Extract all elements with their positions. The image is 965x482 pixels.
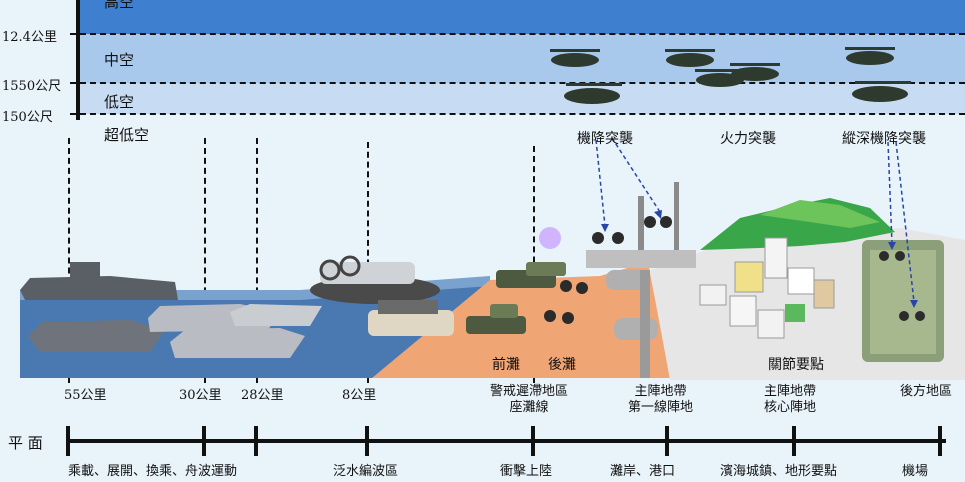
core-position-line2: 核心陣地 [764, 400, 817, 415]
altitude-divider-124 [70, 33, 965, 35]
core-position-zone: 主陣地帶 核心陣地 [764, 384, 816, 416]
heliborne-assault-label: 機降突襲 [577, 131, 633, 147]
main-position-line1: 主陣地帶 [634, 384, 687, 399]
fire-assault-label: 火力突襲 [720, 131, 776, 147]
port-pier [586, 250, 696, 268]
phase-embark: 乘載、展開、換乘、舟波運動 [68, 464, 238, 479]
altitude-divider-150 [70, 113, 965, 115]
town-buildings [699, 237, 835, 339]
altitude-divider-1550 [70, 82, 965, 84]
deep-heliborne-assault-label: 縱深機降突襲 [842, 131, 926, 147]
distance-8km: 8公里 [342, 388, 377, 403]
key-points-label: 關節要點 [768, 357, 824, 373]
distance-55km: 55公里 [64, 388, 107, 403]
warning-zone-line1: 警戒遲滯地區 [490, 384, 569, 399]
high-altitude-band [78, 0, 965, 34]
warning-zone-line2: 座灘線 [509, 400, 549, 415]
beacon-light [539, 227, 561, 249]
warning-delay-zone: 警戒遲滯地區 座灘線 [490, 384, 568, 416]
tick-55km [66, 426, 70, 456]
amphibious-vehicles [466, 262, 566, 334]
tick-rear [938, 426, 942, 456]
marker-55km [68, 138, 70, 383]
marker-30km [204, 138, 206, 383]
altitude-1550m-label: 1550公尺 [2, 79, 62, 94]
phase-coastal: 濱海城鎮、地形要點 [720, 464, 838, 479]
altitude-150m-label: 150公尺 [2, 110, 53, 125]
core-position-line1: 主陣地帶 [764, 384, 817, 399]
warships [20, 262, 322, 358]
tick-28km [254, 426, 258, 456]
rear-beach-label: 後灘 [548, 357, 576, 373]
tick-main [665, 426, 669, 456]
tick-core [792, 426, 796, 456]
marker-28km [256, 138, 258, 383]
phase-wave-area: 泛水編波區 [333, 464, 399, 479]
altitude-axis [76, 0, 80, 120]
main-position-zone: 主陣地帶 第一線陣地 [628, 384, 693, 416]
helicopters [550, 47, 911, 104]
tick-30km [202, 426, 206, 456]
phase-assault: 衝擊上陸 [500, 464, 553, 479]
landing-craft [310, 255, 454, 336]
rear-area-zone: 後方地區 [900, 384, 952, 400]
distance-28km: 28公里 [241, 388, 284, 403]
phase-airport: 機場 [902, 464, 929, 479]
altitude-124km-label: 12.4公里 [2, 30, 57, 45]
soldiers [544, 216, 925, 324]
low-altitude-label: 低空 [104, 93, 135, 111]
tick-8km [365, 426, 369, 456]
low-altitude-band [78, 83, 965, 114]
ultra-low-altitude-label: 超低空 [104, 126, 150, 144]
drop-arrows [595, 137, 915, 303]
main-position-line2: 第一線陣地 [628, 400, 694, 415]
plane-axis [66, 439, 946, 443]
phase-beach-port: 灘岸、港口 [610, 464, 676, 479]
tick-beach [531, 426, 535, 456]
rear-area-label: 後方地區 [900, 384, 953, 399]
mid-altitude-band [78, 34, 965, 83]
front-beach-label: 前灘 [492, 357, 520, 373]
mid-altitude-label: 中空 [104, 51, 135, 69]
high-altitude-label: 高空 [104, 0, 135, 11]
plane-label: 平 面 [8, 434, 43, 452]
distance-30km: 30公里 [179, 388, 222, 403]
